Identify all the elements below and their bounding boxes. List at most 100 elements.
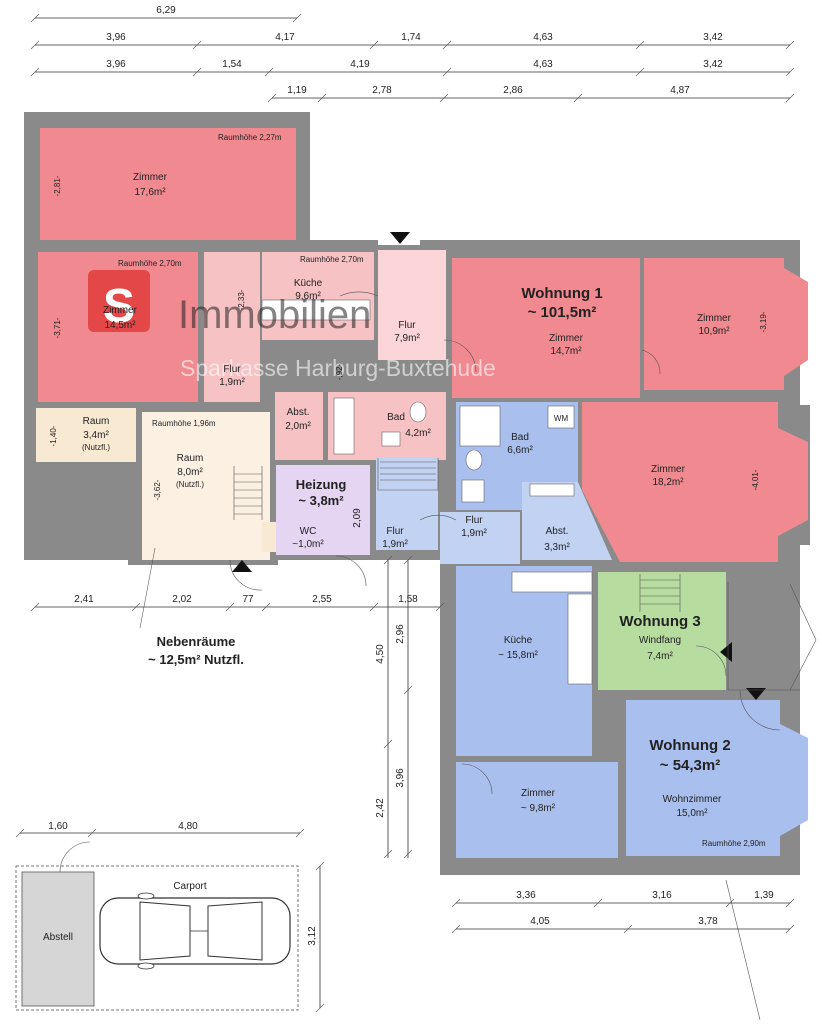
room-abst-2 bbox=[522, 482, 612, 560]
room-flur-mid bbox=[376, 458, 438, 550]
flur-top-name: Flur bbox=[398, 320, 416, 331]
dim-b1-3: 1,39 bbox=[754, 890, 774, 901]
ceil-top-left: Raumhöhe 2,27m bbox=[218, 133, 282, 142]
raum-small-note: (Nutzfl.) bbox=[82, 443, 110, 452]
flur-mid2-name: Flur bbox=[465, 515, 483, 526]
carport-label: Carport bbox=[173, 881, 207, 892]
h-401: -4,01- bbox=[751, 469, 760, 490]
exterior-right bbox=[727, 582, 817, 691]
fixtures bbox=[229, 232, 781, 1021]
dim-v-396: 3,96 bbox=[395, 768, 406, 788]
dim-row2-1: 3,96 bbox=[106, 59, 126, 70]
watermark: S Immobilien Sparkasse Harburg-Buxtehude bbox=[88, 270, 496, 381]
dim-row1-4: 4,63 bbox=[533, 32, 553, 43]
sparkasse-logo: S bbox=[88, 270, 150, 333]
dim-row2-3: 4,19 bbox=[350, 59, 370, 70]
wohnzimmer-area: 15,0m² bbox=[676, 808, 708, 819]
heizung-name: Heizung bbox=[296, 477, 347, 492]
wohnzimmer-name: Wohnzimmer bbox=[663, 794, 722, 805]
nebenraeume bbox=[36, 408, 370, 560]
mid-dimensions: 2,41 2,02 77 2,55 1,58 4,50 2,96 2,42 3,… bbox=[30, 555, 445, 859]
room-flur-left bbox=[204, 252, 260, 402]
dim-v-242: 2,42 bbox=[375, 798, 386, 818]
w3-title: Wohnung 3 bbox=[619, 613, 700, 630]
watermark-line2: Sparkasse Harburg-Buxtehude bbox=[180, 355, 496, 381]
room-wohnzimmer-bay bbox=[780, 724, 808, 836]
room-raum-big bbox=[142, 412, 270, 560]
flur-mid2-area: 1,9m² bbox=[461, 528, 487, 539]
dim-mid-3: 77 bbox=[242, 594, 254, 605]
dim-row2-5: 3,42 bbox=[703, 59, 723, 70]
dim-row2-4: 4,63 bbox=[533, 59, 553, 70]
wc-name: WC bbox=[300, 526, 317, 537]
raum-big-note: (Nutzfl.) bbox=[176, 480, 204, 489]
room-zimmer-w1-right bbox=[644, 258, 784, 390]
dim-b1-2: 3,16 bbox=[652, 890, 672, 901]
zimmer-w1-mid-area: 14,7m² bbox=[550, 346, 582, 357]
dim-v-450: 4,50 bbox=[375, 644, 386, 664]
w1-title: Wohnung 1 bbox=[521, 285, 602, 302]
dim-carport-height: 3,12 bbox=[307, 926, 318, 946]
dim-row3-3: 2,86 bbox=[503, 85, 523, 96]
room-abst-1 bbox=[275, 392, 323, 460]
kueche2-area: ~ 15,8m² bbox=[498, 650, 538, 661]
bad1-name: Bad bbox=[387, 412, 405, 423]
ceil-kitchen: Raumhöhe 2,70m bbox=[300, 255, 364, 264]
ceil-aux: Raumhöhe 1,96m bbox=[152, 419, 216, 428]
neben-title: Nebenräume bbox=[157, 634, 236, 649]
dim-row3-1: 1,19 bbox=[287, 85, 307, 96]
room-raum-small bbox=[36, 408, 136, 462]
w2-title: Wohnung 2 bbox=[649, 737, 730, 754]
abst1-name: Abst. bbox=[287, 407, 310, 418]
abst1-area: 2,0m² bbox=[285, 421, 311, 432]
zimmer-top-name: Zimmer bbox=[133, 172, 168, 183]
room-zimmer-top bbox=[40, 128, 296, 240]
dim-b1-1: 3,36 bbox=[516, 890, 536, 901]
dim-row3-2: 2,78 bbox=[372, 85, 392, 96]
zimmer-w1-mid-name: Zimmer bbox=[549, 333, 584, 344]
h-140: -1,40- bbox=[49, 425, 58, 446]
dim-row1-1: 3,96 bbox=[106, 32, 126, 43]
entrance-arrow-bottom-left bbox=[232, 560, 252, 572]
bottom-dimensions: 3,36 3,16 1,39 4,05 3,78 bbox=[451, 890, 795, 934]
bad2-area: 6,6m² bbox=[507, 445, 533, 456]
dim-row0-1: 6,29 bbox=[156, 5, 176, 16]
room-flur-mid2 bbox=[440, 512, 520, 564]
dim-carport-1: 1,60 bbox=[48, 821, 68, 832]
zimmer-w2-area: ~ 9,8m² bbox=[521, 803, 556, 814]
windfang-name: Windfang bbox=[639, 635, 681, 646]
flur-left-area: 1,9m² bbox=[219, 377, 245, 388]
h-233: -2,33- bbox=[237, 289, 246, 310]
room-labels: Raumhöhe 2,27m Zimmer 17,6m² -2,81- Raum… bbox=[49, 133, 768, 848]
w1-area: ~ 101,5m² bbox=[528, 304, 597, 321]
zimmer-left-name: Zimmer bbox=[103, 305, 138, 316]
ceil-mid-left: Raumhöhe 2,70m bbox=[118, 259, 182, 268]
entrance-arrow-windfang bbox=[720, 642, 732, 662]
h-209: 2,09 bbox=[352, 508, 363, 528]
room-zimmer-w2 bbox=[456, 762, 618, 858]
raum-small-area: 3,4m² bbox=[83, 430, 109, 441]
zimmer-w1-big-name: Zimmer bbox=[651, 464, 686, 475]
bad2-name: Bad bbox=[511, 432, 529, 443]
watermark-line1: Immobilien bbox=[178, 293, 371, 337]
ceil-flat2: Raumhöhe 2,90m bbox=[702, 839, 766, 848]
dim-carport-2: 4,80 bbox=[178, 821, 198, 832]
abstell-label: Abstell bbox=[43, 932, 73, 943]
room-zimmer-w1-big-bay bbox=[778, 428, 808, 536]
h-371: -3,71- bbox=[53, 317, 62, 338]
entrance-arrow-w2 bbox=[746, 688, 766, 700]
dim-v-296: 2,96 bbox=[395, 624, 406, 644]
entrance-arrow-top bbox=[390, 232, 410, 244]
car-icon bbox=[99, 892, 291, 970]
wohnung-2 bbox=[376, 402, 808, 858]
room-wohnzimmer bbox=[626, 700, 780, 856]
room-flur-top bbox=[378, 250, 446, 360]
zimmer-top-area: 17,6m² bbox=[134, 187, 166, 198]
abst2-name: Abst. bbox=[546, 526, 569, 537]
zimmer-w2-name: Zimmer bbox=[521, 788, 556, 799]
flur-top-area: 7,9m² bbox=[394, 333, 420, 344]
dim-b2-1: 4,05 bbox=[530, 916, 550, 927]
bad1-area: 4,2m² bbox=[405, 428, 431, 439]
kueche2-name: Küche bbox=[504, 635, 533, 646]
